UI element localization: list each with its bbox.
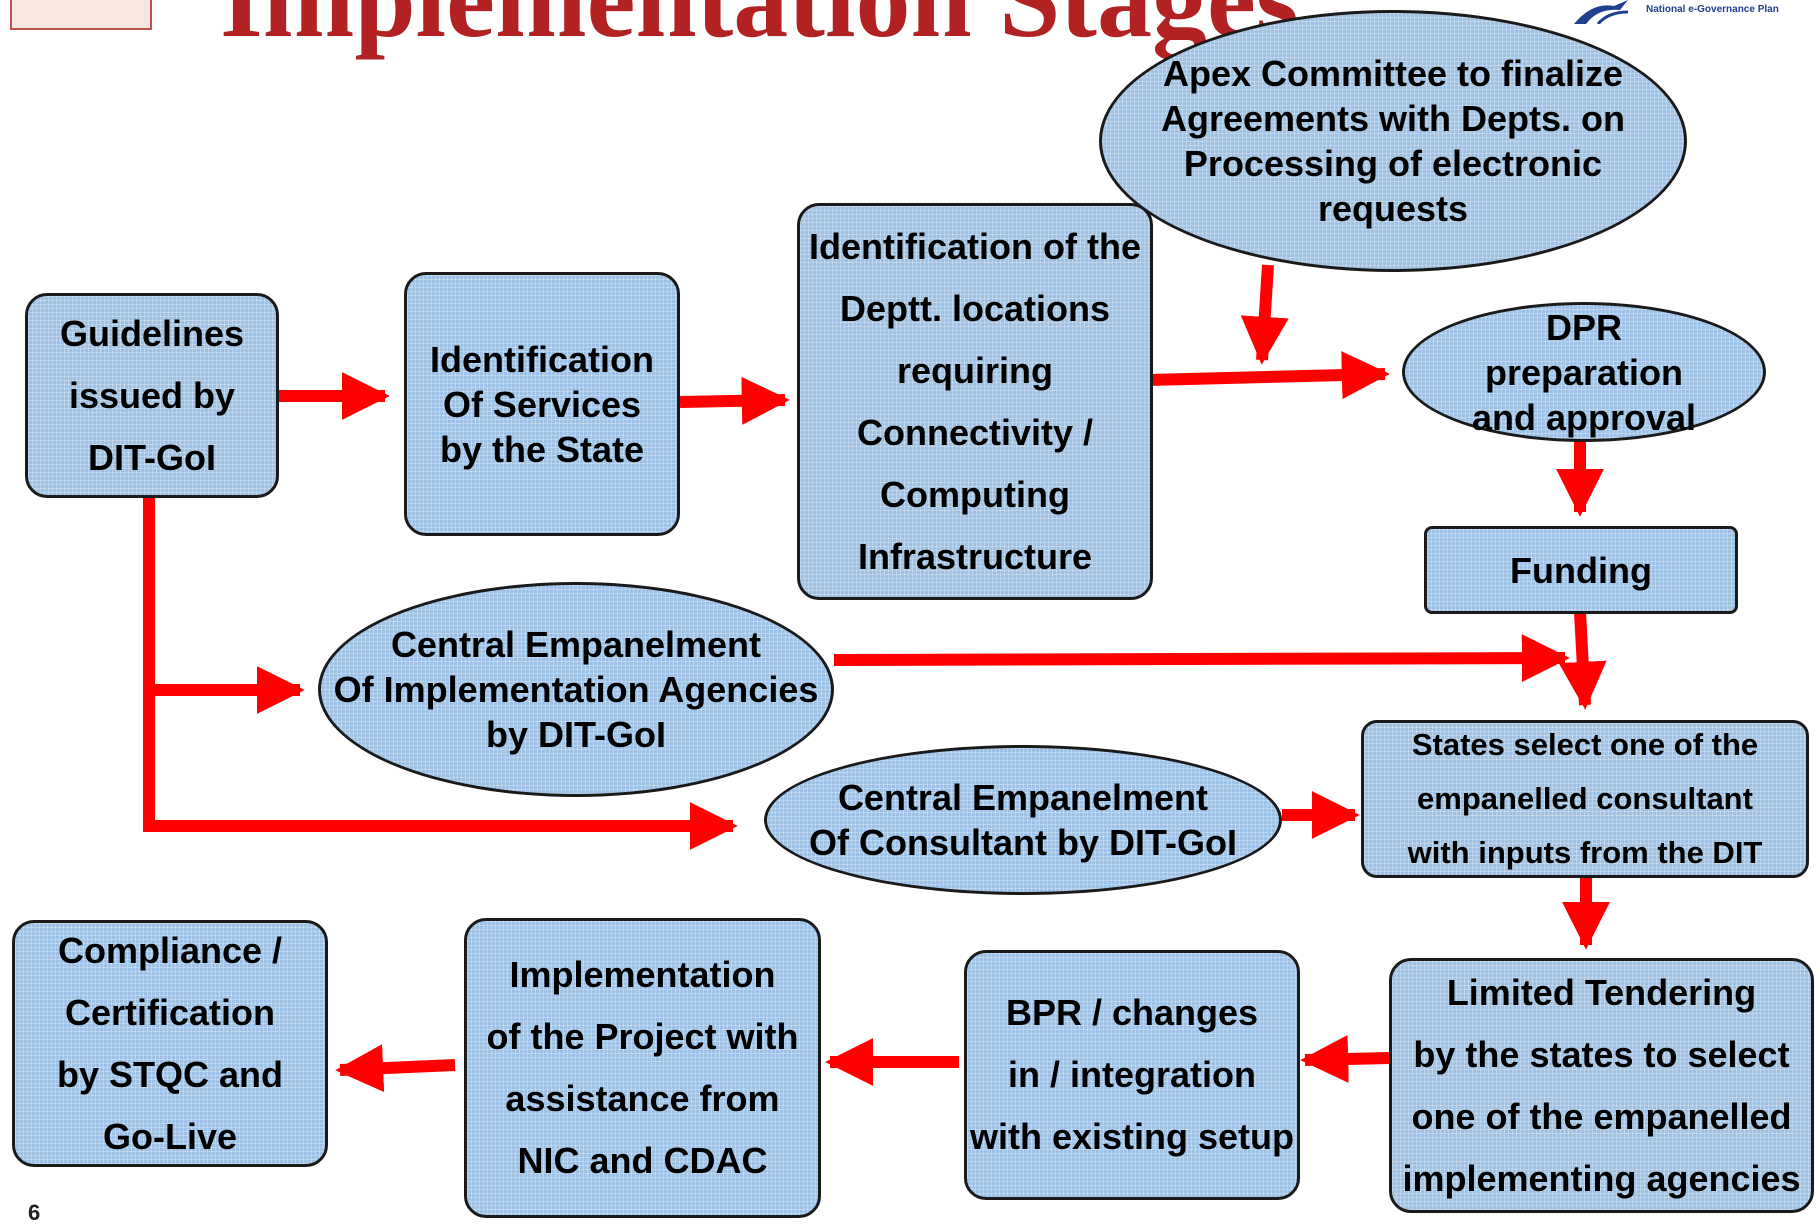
node-identification-locations-label: Identification of the Deptt. locations r… bbox=[809, 225, 1141, 577]
node-central-empanelment-agencies: Central Empanelment Of Implementation Ag… bbox=[318, 582, 834, 797]
negp-logo-caption: National e-Governance Plan bbox=[1646, 4, 1779, 15]
arrow-services-to-locations bbox=[679, 376, 790, 425]
arrow-implementation-to-compliance bbox=[335, 1044, 456, 1093]
node-implementation: Implementation of the Project with assis… bbox=[464, 918, 821, 1218]
node-bpr-label: BPR / changes in / integration with exis… bbox=[969, 992, 1295, 1157]
left-logo bbox=[10, 0, 152, 30]
node-dpr: DPR preparation and approval bbox=[1402, 302, 1766, 442]
node-states-select-label: States select one of the empanelled cons… bbox=[1407, 727, 1763, 870]
arrow-funding-to-states bbox=[1558, 611, 1607, 710]
page-title: Implementation Stages bbox=[220, 0, 1299, 63]
node-apex-committee-label: Apex Committee to finalize Agreements wi… bbox=[1160, 53, 1626, 229]
node-compliance-label: Compliance / Certification by STQC and G… bbox=[56, 929, 284, 1157]
node-central-empanelment-consultant: Central Empanelment Of Consultant by DIT… bbox=[764, 745, 1282, 895]
node-apex-committee: Apex Committee to finalize Agreements wi… bbox=[1099, 10, 1687, 272]
node-funding-label: Funding bbox=[1510, 549, 1652, 591]
node-guidelines: Guidelines issued by DIT-GoI bbox=[25, 293, 279, 498]
node-limited-tendering-label: Limited Tendering by the states to selec… bbox=[1402, 971, 1801, 1199]
page-number: 6 bbox=[28, 1200, 41, 1225]
node-central-empanelment-consultant-label: Central Empanelment Of Consultant by DIT… bbox=[809, 777, 1237, 863]
node-bpr: BPR / changes in / integration with exis… bbox=[964, 950, 1300, 1200]
node-limited-tendering: Limited Tendering by the states to selec… bbox=[1389, 958, 1814, 1213]
arrow-tendering-to-bpr bbox=[1300, 1034, 1390, 1083]
node-compliance: Compliance / Certification by STQC and G… bbox=[12, 920, 328, 1167]
node-implementation-label: Implementation of the Project with assis… bbox=[486, 954, 799, 1181]
node-dpr-label: DPR preparation and approval bbox=[1471, 306, 1697, 438]
connector-guidelines-trunk bbox=[143, 498, 738, 850]
node-identification-services-label: Identification Of Services by the State bbox=[430, 338, 654, 470]
negp-emblem-icon bbox=[1574, 0, 1629, 26]
negp-logo: National e-Governance Plan bbox=[1568, 0, 1779, 26]
arrow-locations-to-dpr bbox=[1147, 351, 1390, 400]
arrow-apex-to-dpr bbox=[1240, 264, 1289, 365]
arrow-agencies-to-funding-line bbox=[833, 634, 1570, 683]
node-identification-locations: Identification of the Deptt. locations r… bbox=[797, 203, 1153, 600]
node-states-select: States select one of the empanelled cons… bbox=[1361, 720, 1809, 878]
node-central-empanelment-agencies-label: Central Empanelment Of Implementation Ag… bbox=[333, 624, 819, 755]
node-guidelines-label: Guidelines issued by DIT-GoI bbox=[59, 312, 245, 478]
node-funding: Funding bbox=[1424, 526, 1738, 614]
node-identification-services: Identification Of Services by the State bbox=[404, 272, 680, 536]
